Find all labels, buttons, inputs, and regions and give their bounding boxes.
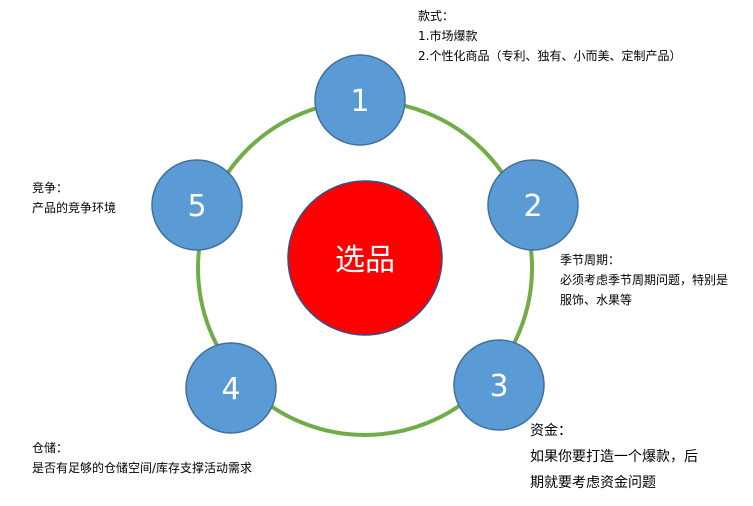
node-1-circle (314, 54, 406, 146)
node-3-circle (453, 339, 545, 431)
center-label: 选品 (335, 243, 395, 278)
note-funds-title: 资金： (530, 423, 572, 439)
node-1: 1 (314, 54, 406, 146)
note-season-line-2: 服饰、水果等 (560, 293, 633, 307)
center-node: 选品 (287, 180, 443, 336)
note-funds: 资金： 如果你要打造一个爆款，后 期就要考虑资金问题 (530, 418, 698, 496)
note-storage: 仓储： 是否有足够的仓储空间/库存支撑活动需求 (32, 438, 252, 478)
note-style: 款式： 1.市场爆款 2.个性化商品（专利、独有、小而美、定制产品） (418, 6, 681, 66)
node-4: 4 (185, 342, 277, 434)
note-storage-line-1: 是否有足够的仓储空间/库存支撑活动需求 (32, 461, 253, 475)
note-funds-line-1: 如果你要打造一个爆款，后 (530, 449, 698, 465)
node-2: 2 (487, 159, 579, 251)
node-5-circle (151, 159, 243, 251)
note-competition-title: 竞争： (32, 181, 69, 195)
note-funds-line-2: 期就要考虑资金问题 (530, 475, 656, 491)
node-4-circle (185, 342, 277, 434)
node-2-circle (487, 159, 579, 251)
note-competition-line-1: 产品的竞争环境 (32, 201, 117, 215)
note-style-title: 款式： (418, 9, 455, 23)
node-5: 5 (151, 159, 243, 251)
note-season-line-1: 必须考虑季节周期问题，特别是 (560, 273, 729, 287)
center-circle (287, 180, 443, 336)
note-season-title: 季节周期： (560, 253, 621, 267)
node-3: 3 (453, 339, 545, 431)
note-style-line-2: 2.个性化商品（专利、独有、小而美、定制产品） (418, 49, 682, 63)
node-1-label: 1 (350, 84, 369, 119)
node-2-label: 2 (523, 189, 542, 224)
note-storage-title: 仓储： (32, 441, 69, 455)
node-3-label: 3 (489, 369, 508, 404)
note-style-line-1: 1.市场爆款 (418, 29, 478, 43)
note-season: 季节周期： 必须考虑季节周期问题，特别是 服饰、水果等 (560, 250, 728, 310)
node-4-label: 4 (221, 372, 240, 407)
note-competition: 竞争： 产品的竞争环境 (32, 178, 116, 218)
node-5-label: 5 (187, 189, 206, 224)
